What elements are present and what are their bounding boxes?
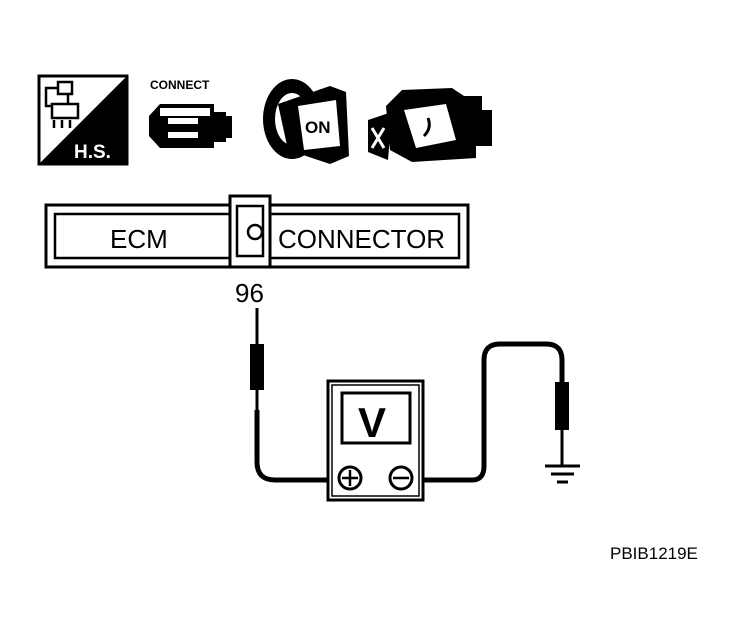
voltmeter-label: V bbox=[358, 399, 386, 446]
engine-icon bbox=[368, 88, 492, 162]
pin-number: 96 bbox=[235, 278, 264, 308]
connector-pictogram-icon bbox=[44, 80, 80, 128]
ground-icon bbox=[545, 464, 580, 484]
negative-lead-wire bbox=[408, 341, 565, 483]
ecm-label: ECM bbox=[110, 224, 168, 254]
negative-terminal-icon bbox=[388, 465, 414, 491]
ignition-on-label: ON bbox=[305, 118, 331, 137]
figure-code: PBIB1219E bbox=[610, 544, 698, 563]
ignition-key-icon: ON bbox=[263, 79, 349, 164]
ecm-connector: ECM CONNECTOR bbox=[44, 194, 470, 269]
harness-hs-icon: H.S. bbox=[37, 74, 129, 166]
hs-label: H.S. bbox=[74, 142, 111, 163]
voltmeter: V bbox=[326, 379, 425, 502]
negative-probe bbox=[555, 382, 569, 466]
positive-lead-wire bbox=[254, 410, 336, 483]
positive-terminal-icon bbox=[337, 465, 363, 491]
connect-icon: CONNECT bbox=[149, 78, 232, 148]
positive-probe bbox=[250, 308, 264, 412]
connector-label: CONNECTOR bbox=[278, 224, 445, 254]
pin-terminal-icon bbox=[246, 223, 264, 241]
connect-label: CONNECT bbox=[150, 78, 210, 92]
